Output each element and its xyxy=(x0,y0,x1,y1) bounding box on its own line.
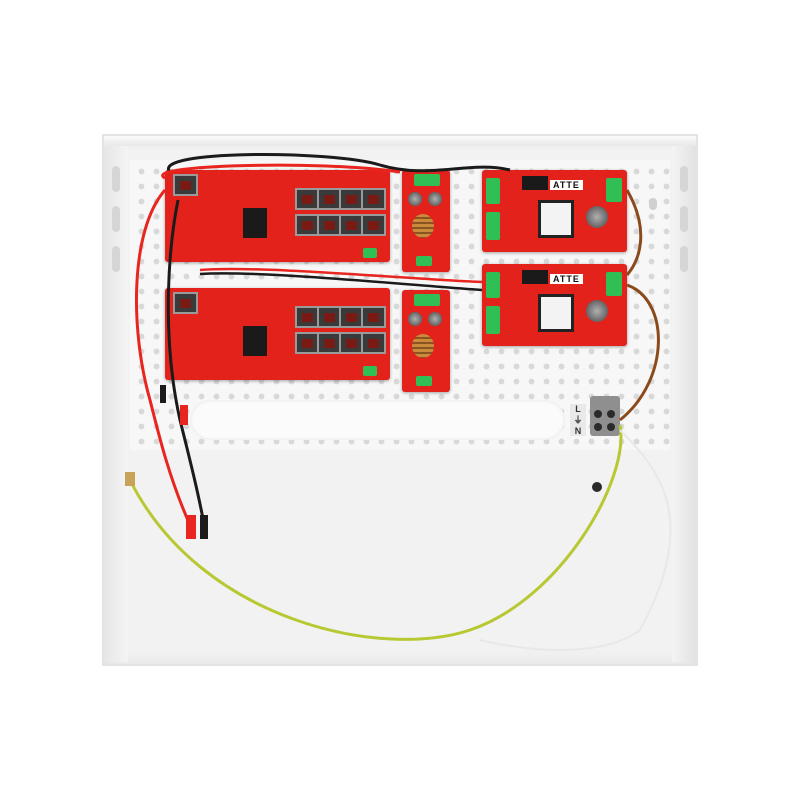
mains-terminal-labels: L ⏚ N xyxy=(570,404,586,436)
psu-brand-label: ATTE xyxy=(550,274,583,284)
keyhole-mount xyxy=(649,198,657,210)
mains-terminal-block xyxy=(590,396,620,436)
dc-dc-converter-1 xyxy=(402,170,450,272)
switch-pcb-2 xyxy=(165,288,390,380)
switch-pcb-1 xyxy=(165,170,390,262)
enclosure-right-wall xyxy=(672,146,696,662)
enclosure-top-edge xyxy=(104,136,696,146)
enclosure-left-wall xyxy=(104,146,128,662)
earth-stud xyxy=(592,482,602,492)
label-neutral: N xyxy=(574,426,582,436)
dc-dc-converter-2 xyxy=(402,290,450,392)
psu-module-1: ATTE xyxy=(482,170,627,252)
psu-brand-label: ATTE xyxy=(550,180,583,190)
cable-slot xyxy=(190,400,565,440)
label-live: L xyxy=(575,404,581,414)
psu-module-2: ATTE xyxy=(482,264,627,346)
label-earth: ⏚ xyxy=(573,415,583,425)
